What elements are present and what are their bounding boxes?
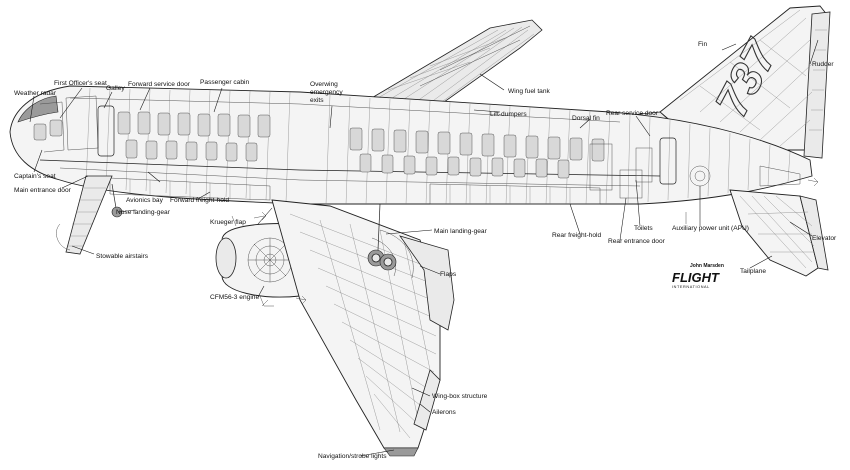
label-stowable-airstairs: Stowable airstairs: [96, 253, 149, 260]
label-overwing-exits: Overwing emergency exits: [310, 81, 344, 104]
label-dorsal-fin: Dorsal fin: [572, 115, 600, 122]
label-overwing-exits-3: exits: [310, 97, 324, 104]
label-nose-landing-gear: Nose landing-gear: [116, 209, 171, 216]
label-captains-seat: Captain's seat: [14, 173, 56, 180]
leader-lines: [29, 39, 819, 457]
label-fin: Fin: [698, 41, 707, 48]
fuselage: [9, 85, 813, 205]
label-forward-freight-hold: Forward freight-hold: [170, 197, 229, 204]
label-apu: Auxiliary power unit (APU): [672, 225, 749, 232]
motion-arrows: [253, 177, 819, 307]
label-overwing-exits-2: emergency: [310, 89, 343, 96]
label-rear-freight-hold: Rear freight-hold: [552, 232, 601, 239]
label-toilets: Toilets: [634, 225, 653, 232]
tailplane: [729, 189, 829, 277]
label-krueger-flap: Krueger flap: [210, 219, 246, 226]
credit-artist: John Marsden: [690, 263, 724, 269]
credit-block: John Marsden FLIGHT INTERNATIONAL: [672, 263, 724, 289]
label-forward-service-door: Forward service door: [128, 81, 191, 88]
label-rear-entrance-door: Rear entrance door: [608, 238, 666, 245]
label-overwing-exits-1: Overwing: [310, 81, 338, 88]
label-lift-dumpers: Lift-dumpers: [490, 111, 527, 118]
label-ailerons: Ailerons: [432, 409, 457, 416]
label-tailplane: Tailplane: [740, 268, 766, 275]
label-elevator: Elevator: [812, 235, 837, 242]
forward-cabin-seats: [117, 111, 271, 162]
label-rear-service-door: Rear service door: [606, 110, 659, 117]
credit-publisher-logo: FLIGHT: [672, 270, 720, 285]
label-galley: Galley: [106, 85, 125, 92]
label-rudder: Rudder: [812, 61, 834, 68]
credit-publisher-sub: INTERNATIONAL: [672, 285, 710, 289]
near-wing: [271, 199, 455, 457]
label-wing-fuel-tank: Wing fuel tank: [508, 88, 550, 95]
airstairs: [56, 175, 113, 255]
label-main-landing-gear: Main landing-gear: [434, 228, 488, 235]
label-avionics-bay: Avionics bay: [126, 197, 164, 204]
labels: Weather radar First Officer's seat Galle…: [14, 41, 837, 460]
label-nav-lights: Navigation/strobe lights: [318, 453, 387, 460]
label-passenger-cabin: Passenger cabin: [200, 79, 249, 86]
label-wing-box: Wing-box structure: [432, 393, 488, 400]
aft-cabin-seats: [349, 127, 605, 179]
label-main-entrance-door: Main entrance door: [14, 187, 72, 194]
nose-gear: [111, 183, 123, 218]
label-flaps: Flaps: [440, 271, 457, 278]
label-cfm-engine: CFM56-3 engine: [210, 294, 259, 301]
label-first-officers-seat: First Officer's seat: [54, 80, 107, 87]
label-weather-radar: Weather radar: [14, 90, 57, 97]
